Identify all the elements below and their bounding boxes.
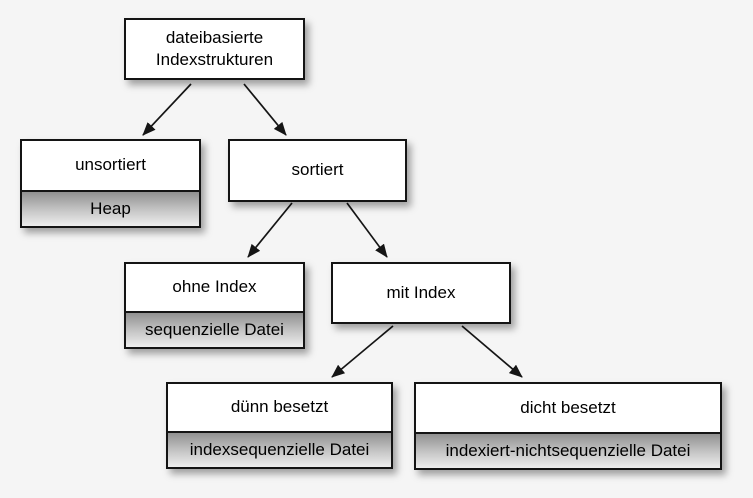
edge-root-to-sortiert — [243, 83, 287, 136]
node-dicht-besetzt: dicht besetzt indexiert-nichtsequenziell… — [414, 382, 722, 470]
node-dicht-besetzt-label: dicht besetzt — [520, 397, 616, 417]
node-duenn-besetzt: dünn besetzt indexsequenzielle Datei — [166, 382, 393, 469]
node-unsortiert-sublabel: Heap — [22, 190, 199, 226]
node-ohne-index-sublabel: sequenzielle Datei — [126, 311, 303, 347]
edge-mit-index-to-dicht-besetzt — [461, 325, 523, 378]
edge-sortiert-to-ohne-index — [247, 202, 293, 258]
node-mit-index-label: mit Index — [386, 282, 456, 302]
node-unsortiert-label: unsortiert — [75, 155, 146, 175]
node-ohne-index: ohne Index sequenzielle Datei — [124, 262, 305, 349]
node-duenn-besetzt-sublabel: indexsequenzielle Datei — [168, 431, 391, 467]
edge-root-to-unsortiert — [142, 83, 192, 136]
node-root: dateibasierte Indexstrukturen — [124, 18, 305, 80]
edge-mit-index-to-duenn-besetzt — [331, 325, 394, 378]
node-dicht-besetzt-sublabel: indexiert-nichtsequenzielle Datei — [416, 432, 720, 468]
edge-sortiert-to-mit-index — [346, 202, 388, 258]
node-root-label: dateibasierte Indexstrukturen — [155, 27, 274, 69]
node-sortiert-label: sortiert — [291, 160, 344, 180]
node-sortiert: sortiert — [228, 139, 407, 202]
node-mit-index: mit Index — [331, 262, 511, 324]
node-duenn-besetzt-label: dünn besetzt — [230, 397, 329, 417]
node-unsortiert: unsortiert Heap — [20, 139, 201, 228]
node-ohne-index-label: ohne Index — [172, 277, 257, 297]
